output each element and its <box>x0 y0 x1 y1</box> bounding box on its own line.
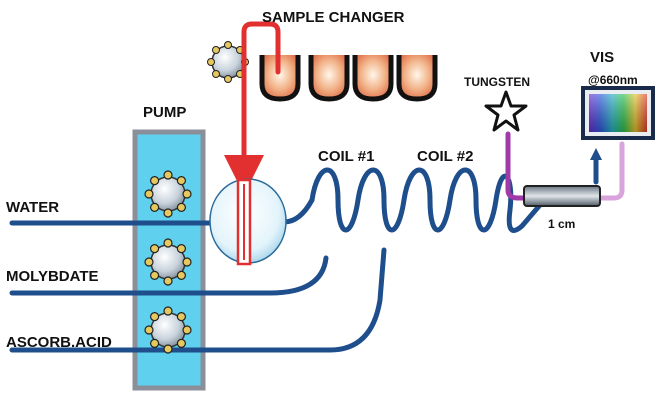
wavelength-label: @660nm <box>588 73 638 87</box>
sample-cup <box>308 55 350 102</box>
ascorbic-acid-tube <box>9 247 387 353</box>
molybdate-label: MOLYBDATE <box>6 268 99 285</box>
sample-changer <box>207 21 438 195</box>
sample-line <box>224 21 281 195</box>
detector-light-path <box>595 141 625 201</box>
tubing <box>9 155 599 353</box>
coil1-label: COIL #1 <box>318 148 374 165</box>
pump-roller-icon <box>144 306 192 354</box>
valve-outlet-tube <box>281 197 315 225</box>
pump-roller-icon <box>144 170 192 218</box>
sample-changer-label: SAMPLE CHANGER <box>262 9 405 26</box>
pump-roller-icon <box>144 238 192 286</box>
sample-cup <box>396 55 438 102</box>
sample-cup <box>259 55 301 102</box>
path-length-label: 1 cm <box>548 217 575 231</box>
ascorbic-acid-label: ASCORB.ACID <box>6 334 112 351</box>
molybdate-tube <box>9 255 329 296</box>
outlet-arrow-icon <box>590 148 602 160</box>
coil2-label: COIL #2 <box>417 148 473 165</box>
injection-valve <box>209 178 287 266</box>
vis-label: VIS <box>590 49 614 66</box>
spectrum-display-icon <box>581 86 655 140</box>
reaction-coil <box>309 167 543 233</box>
pump-label: PUMP <box>143 104 186 121</box>
tungsten-label: TUNGSTEN <box>464 75 530 89</box>
tungsten-star-icon <box>484 90 528 132</box>
water-label: WATER <box>6 199 59 216</box>
sample-cup <box>352 55 394 102</box>
lamp-light-path <box>505 131 531 201</box>
flow-cell <box>523 185 601 207</box>
